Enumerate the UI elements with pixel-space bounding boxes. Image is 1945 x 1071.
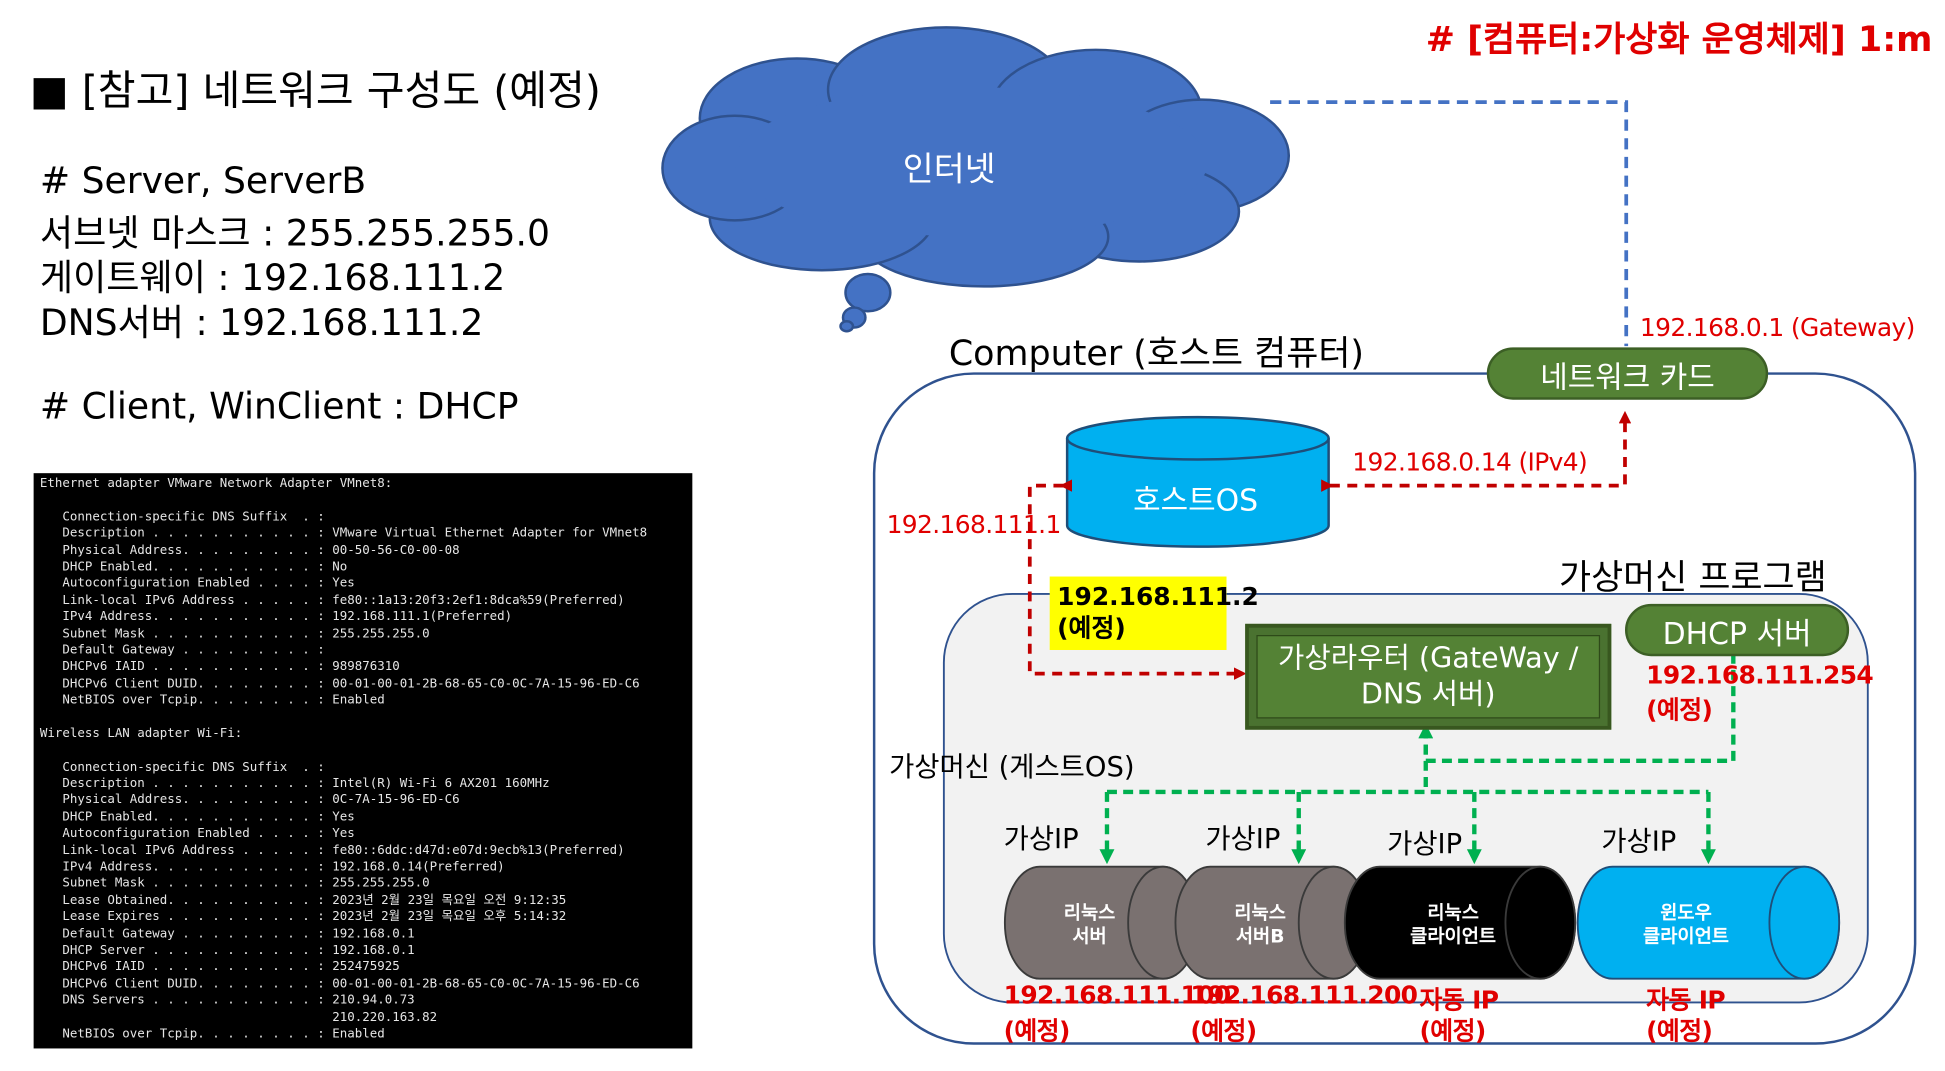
router-label-line2: DNS 서버) [1360,678,1496,711]
terminal-line: NetBIOS over Tcpip. . . . . . . . : Enab… [39,693,385,708]
terminal-line: DNS Servers . . . . . . . . . . . : 210.… [39,993,415,1008]
page-title: ■ [참고] 네트워크 구성도 (예정) [29,65,601,115]
virtual-router: 가상라우터 (GateWay / DNS 서버) [1245,623,1612,730]
terminal-line: DHCP Server . . . . . . . . . . . : 192.… [39,943,415,958]
terminal-line: DHCP Enabled. . . . . . . . . . . : No [39,560,348,574]
dhcp-server: DHCP 서버 [1624,603,1850,657]
vmnet-ip-label: 192.168.111.1 [886,509,1062,540]
virtual-ip-label-2: 가상IP [1205,824,1281,856]
terminal-line: Autoconfiguration Enabled . . . . : Yes [39,827,355,841]
terminal-line: Link-local IPv6 Address . . . . . : fe80… [39,843,625,858]
terminal-line: Default Gateway . . . . . . . . . : [39,643,325,658]
dhcp-ip-label: 192.168.111.254 [1646,659,1874,690]
internet-label: 인터넷 [902,150,996,190]
terminal-line: IPv4 Address. . . . . . . . . . . : 192.… [39,860,505,875]
vm-cylinder-4 [1576,865,1841,980]
gateway-ip-note: 192.168.111.2 (예정) [1049,576,1259,650]
gateway-line: 게이트웨이 : 192.168.111.2 [39,256,506,299]
vm3-planned: (예정) [1419,1016,1487,1046]
ratio-note: # [컴퓨터:가상화 운영체제] 1:m [1425,18,1933,60]
dns-line: DNS서버 : 192.168.111.2 [39,301,484,344]
terminal-line: Lease Expires . . . . . . . . . . : 2023… [39,910,567,925]
gateway-ip-line: 192.168.111.2 [1057,581,1259,612]
terminal-line: DHCPv6 Client DUID. . . . . . . . : 00-0… [39,977,640,991]
terminal-line: Link-local IPv6 Address . . . . . : fe80… [39,593,625,608]
vm2-ip: 192.168.111.200 [1190,979,1418,1010]
dhcp-ip-planned: (예정) [1646,694,1713,725]
router-label-line1: 가상라우터 (GateWay / [1278,641,1579,675]
terminal-line: DHCPv6 IAID . . . . . . . . . . . : 9898… [39,660,400,675]
terminal-line: Wireless LAN adapter Wi-Fi: [39,727,243,741]
vm-cylinder-3 [1343,865,1577,980]
virtual-ip-label-4: 가상IP [1601,826,1677,858]
network-card: 네트워크 카드 [1486,347,1769,400]
terminal-line: 210.220.163.82 [39,1010,438,1025]
terminal-line: Description . . . . . . . . . . . : Inte… [39,777,550,791]
internet-cloud [661,26,1291,333]
virtual-ip-label-1: 가상IP [1003,824,1079,856]
terminal-line: Physical Address. . . . . . . . . : 0C-7… [39,793,460,808]
vmnet-router-link [1027,479,1247,680]
computer-label: Computer (호스트 컴퓨터) [948,332,1364,374]
terminal-line: Lease Obtained. . . . . . . . . . : 2023… [39,893,567,908]
vm1-ip: 192.168.111.100 [1003,979,1232,1010]
terminal-line: Connection-specific DNS Suffix . : [39,760,325,775]
terminal-line: DHCPv6 Client DUID. . . . . . . . : 00-0… [39,676,640,691]
terminal-line: Ethernet adapter VMware Network Adapter … [39,476,393,491]
terminal-line: Physical Address. . . . . . . . . : 00-5… [39,543,460,558]
terminal-line: DHCP Enabled. . . . . . . . . . . : Yes [39,810,355,825]
server-heading: # Server, ServerB [39,159,367,202]
guest-os-label: 가상머신 (게스트OS) [889,752,1135,784]
terminal-line: Subnet Mask . . . . . . . . . . . : 255.… [39,626,430,641]
ipconfig-terminal-output: Ethernet adapter VMware Network Adapter … [33,473,693,1049]
vm-cylinder-group [1003,865,1841,980]
vm1-planned: (예정) [1003,1016,1071,1046]
host-os-ip-label: 192.168.0.14 (IPv4) [1352,447,1588,477]
terminal-line: Default Gateway . . . . . . . . . : 192.… [39,927,415,941]
gateway-ip-planned: (예정) [1057,612,1126,643]
vm4-ip: 자동 IP [1646,984,1726,1015]
terminal-line: Autoconfiguration Enabled . . . . : Yes [39,576,355,591]
nic-ip-label: 192.168.0.1 (Gateway) [1639,312,1915,343]
terminal-line: DHCPv6 IAID . . . . . . . . . . . : 2524… [39,960,400,975]
client-line: # Client, WinClient : DHCP [39,384,519,428]
terminal-line: Subnet Mask . . . . . . . . . . . : 255.… [39,877,430,891]
host-os-label: 호스트OS [1133,483,1259,519]
vm2-planned: (예정) [1190,1016,1257,1046]
terminal-line: IPv4 Address. . . . . . . . . . . : 192.… [39,610,513,625]
vm3-ip: 자동 IP [1419,984,1500,1015]
vm-program-label: 가상머신 프로그램 [1558,556,1827,598]
subnet-mask-line: 서브넷 마스크 : 255.255.255.0 [39,211,550,255]
terminal-line: Connection-specific DNS Suffix . : [39,510,325,524]
terminal-line: Description . . . . . . . . . . . : VMwa… [39,526,648,541]
vm4-planned: (예정) [1646,1016,1713,1046]
internet-link [1270,100,1629,347]
terminal-line: NetBIOS over Tcpip. . . . . . . . : Enab… [39,1027,385,1041]
virtual-ip-label-3: 가상IP [1387,829,1463,861]
